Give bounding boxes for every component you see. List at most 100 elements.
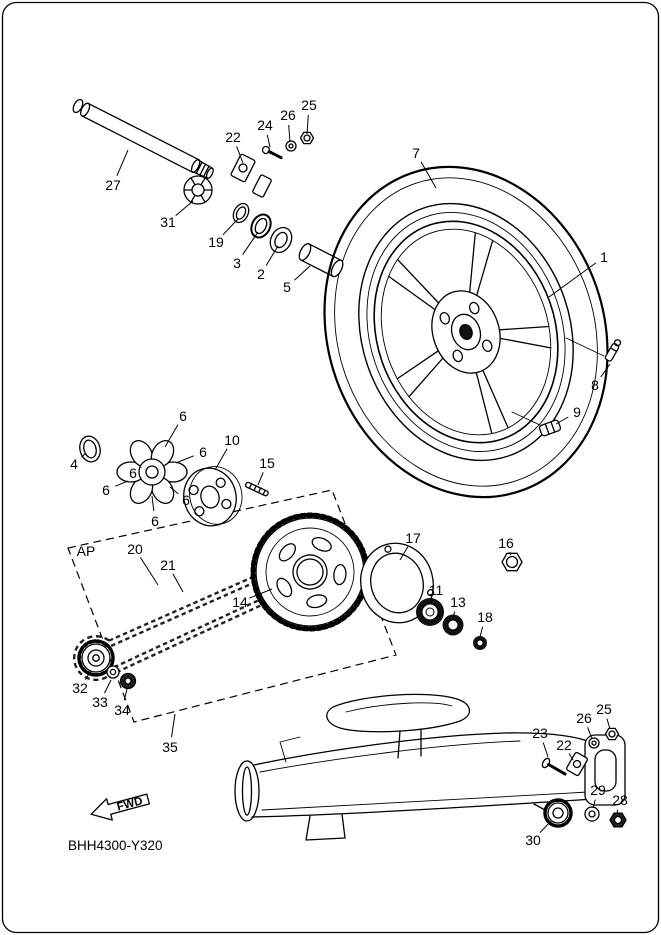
spacer-ring	[442, 614, 464, 636]
callout-25: 25	[596, 701, 612, 717]
callout-8: 8	[591, 377, 599, 393]
leader-line-30	[539, 820, 552, 834]
leader-line-10	[214, 448, 228, 471]
leader-line-6	[115, 480, 129, 487]
leader-line-29	[592, 799, 596, 809]
balance-weight	[538, 419, 562, 437]
leader-line-18	[479, 626, 484, 638]
callout-13: 13	[450, 594, 466, 610]
guide-nut	[119, 672, 137, 690]
callout-1: 1	[600, 249, 608, 265]
chain-puller-30	[533, 798, 573, 828]
hub-damper-set	[116, 440, 188, 504]
callout-33: 33	[92, 694, 108, 710]
leader-line-16	[509, 552, 512, 556]
guide-washer	[106, 665, 120, 679]
leader-line-32	[84, 670, 92, 680]
wheel-spokes	[361, 220, 576, 456]
leader-line-6	[151, 495, 155, 512]
callout-16: 16	[498, 535, 514, 551]
callout-24: 24	[257, 117, 273, 133]
small-washer	[473, 636, 487, 650]
plain-washer-29	[584, 806, 600, 822]
callout-6: 6	[102, 482, 110, 498]
callout-30: 30	[525, 832, 541, 848]
callout-22: 22	[556, 737, 572, 753]
callout-5: 5	[283, 279, 291, 295]
oil-seal	[79, 435, 101, 463]
leader-line-4	[81, 452, 87, 458]
leader-line-35	[171, 713, 176, 738]
leader-line-25	[306, 114, 309, 135]
dashed-assembly-box	[67, 489, 397, 723]
leader-line-31	[175, 200, 194, 216]
callout-25: 25	[301, 97, 317, 113]
leader-line-20	[139, 557, 159, 586]
callout-28: 28	[612, 792, 628, 808]
chain-guide-sprocket	[77, 639, 115, 677]
leader-line-15	[257, 472, 264, 486]
callout-4: 4	[70, 456, 78, 472]
adjuster-bolt-top	[261, 145, 283, 160]
drive-chain	[73, 572, 270, 682]
leader-line-26	[288, 124, 291, 143]
stud-bolt	[244, 481, 269, 497]
adjuster-washer-top	[285, 140, 297, 152]
callout-26: 26	[576, 710, 592, 726]
callout-6: 6	[182, 492, 190, 508]
callout-10: 10	[224, 432, 240, 448]
leader-line-34	[123, 688, 128, 701]
callout-19: 19	[208, 234, 224, 250]
leader-line-23	[542, 742, 549, 758]
leader-line-26	[587, 727, 593, 740]
leader-line-2	[265, 245, 279, 266]
callout-35: 35	[162, 739, 178, 755]
diagram-code: BHH4300-Y320	[68, 838, 163, 853]
leader-line-13	[452, 611, 456, 618]
weight-axis-line	[511, 411, 541, 426]
chain-adjuster-bracket-top	[230, 153, 256, 183]
adjuster-nut-bottom	[604, 727, 620, 741]
sprocket-hub-flange	[183, 466, 243, 527]
leader-line-21	[172, 573, 184, 593]
spacer-collar	[298, 243, 344, 278]
leader-line-22	[236, 146, 244, 164]
callout-7: 7	[412, 145, 420, 161]
callout-6: 6	[151, 513, 159, 529]
leader-line-1	[548, 262, 597, 298]
callout-2: 2	[257, 266, 265, 282]
callout-20: 20	[127, 541, 143, 557]
tabbed-retainer	[183, 175, 213, 205]
leader-line-7	[420, 161, 437, 189]
leader-line-6	[175, 455, 194, 464]
callout-26: 26	[280, 107, 296, 123]
adjuster-bolt-bottom	[541, 757, 567, 776]
callout-27: 27	[105, 177, 121, 193]
callout-23: 23	[532, 725, 548, 741]
callout-3: 3	[233, 255, 241, 271]
adjuster-nut-top	[299, 131, 315, 145]
callout-6: 6	[179, 408, 187, 424]
callout-14: 14	[232, 594, 248, 610]
leader-line-33	[104, 679, 112, 694]
fwd-arrow: FWD	[90, 793, 151, 821]
leader-line-9	[555, 416, 569, 425]
adjuster-washer-bottom	[588, 737, 600, 749]
callout-29: 29	[590, 782, 606, 798]
swingarm	[234, 693, 626, 841]
tire-valve	[604, 339, 622, 362]
valve-axis-line	[565, 337, 605, 357]
leader-line-5	[294, 265, 311, 281]
o-ring	[232, 202, 250, 224]
axle-shaft	[72, 98, 214, 179]
leader-line-3	[242, 231, 259, 255]
leader-line-22	[568, 753, 574, 761]
leader-line-17	[399, 546, 409, 561]
adjuster-plate-top	[252, 174, 272, 198]
leader-line-6	[164, 424, 179, 448]
fwd-label: FWD	[116, 795, 144, 813]
dust-seal	[250, 213, 272, 239]
